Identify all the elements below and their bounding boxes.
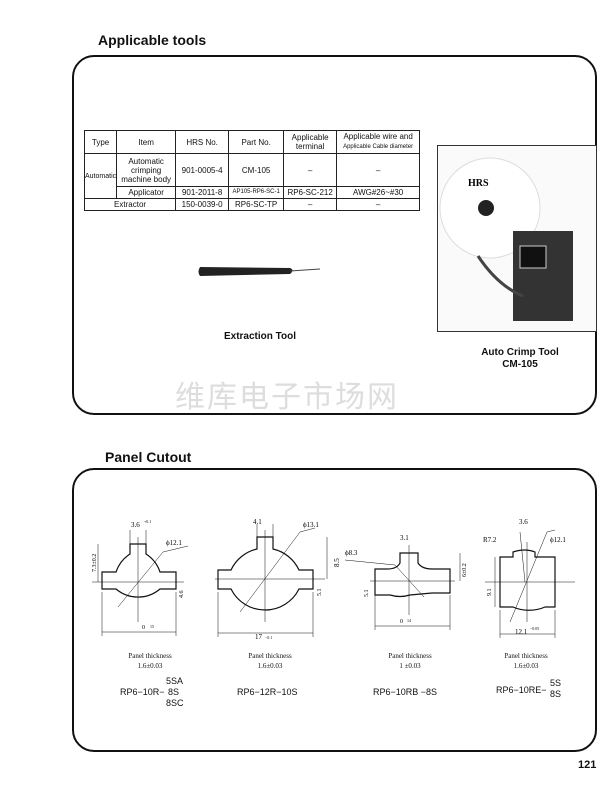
- dim: 0: [400, 619, 403, 625]
- thickness-label: Panel thickness: [504, 652, 548, 660]
- cell-type: Automatic: [83, 153, 118, 199]
- tools-table: Type Item HRS No. Part No. Applicable te…: [83, 130, 421, 211]
- auto-crimp-caption-1: Auto Crimp Tool: [481, 347, 559, 358]
- table-row: Automatic Automatic crimping machine bod…: [83, 153, 421, 199]
- dim: 7.3±0.2: [92, 554, 98, 572]
- dim: ϕ8.3: [345, 549, 358, 557]
- watermark: 维库电子市场网: [175, 380, 399, 415]
- part-suffix: 8S: [550, 689, 562, 699]
- cell-terminal: –: [283, 198, 338, 211]
- cutout-drawing-rp6-10r: 3.6 +0.1 ϕ12.1 0 15 7.3±0.2 4.6: [92, 519, 189, 636]
- part-suffix: 5SA: [166, 676, 184, 686]
- dim: 5.1: [364, 590, 370, 598]
- part-suffix: 5S: [550, 678, 562, 688]
- cutout-drawing-rp6-10re: 3.6 R7.2 ϕ12.1 9.1 12.1−0.05: [483, 518, 575, 638]
- dim: ϕ12.1: [166, 539, 182, 547]
- dim: R7.2: [483, 536, 497, 544]
- cell-item: Automatic crimping machine body: [116, 153, 177, 187]
- part-number: RP6−10R−: [120, 687, 165, 697]
- th-part: Part No.: [228, 130, 285, 154]
- dim: ϕ13.1: [303, 521, 319, 529]
- cell-hrs: 901-0005-4: [175, 153, 230, 187]
- extraction-tool-image: [198, 267, 321, 276]
- dim-tol: −0.05: [530, 626, 539, 631]
- dim-tol: −0.1: [265, 635, 272, 640]
- cell-wire: –: [336, 198, 421, 211]
- dim: 17: [255, 633, 263, 641]
- th-item: Item: [116, 130, 177, 154]
- thickness-value: 1 ±0.03: [399, 662, 421, 670]
- dim-tol: 15: [150, 624, 154, 629]
- cell-part: CM-105: [228, 153, 285, 187]
- auto-crimp-tool-photo: HRS: [437, 145, 597, 332]
- thickness-label: Panel thickness: [248, 652, 292, 660]
- photo-logo: HRS: [468, 178, 489, 189]
- th-hrs: HRS No.: [175, 130, 230, 154]
- cell-hrs: 901-2011-8: [175, 186, 230, 199]
- dim: 3.6: [131, 521, 140, 529]
- dim: 4.6: [179, 591, 185, 599]
- panel-cutout-frame: [72, 468, 597, 752]
- section-title-applicable-tools: Applicable tools: [98, 32, 207, 48]
- cell-item: Applicator: [116, 186, 177, 199]
- table-row: Extractor 150-0039-0 RP6-SC-TP – –: [83, 198, 421, 211]
- thickness-value: 1.6±0.03: [137, 662, 163, 670]
- dim: 12.1: [515, 628, 528, 636]
- dim: 9.1: [487, 589, 493, 597]
- section-title-panel-cutout: Panel Cutout: [105, 449, 192, 465]
- cutout-drawing-rp6-10rb: 3.1 ϕ8.3 6±0.2 5.1 0 14: [344, 534, 468, 630]
- thickness-value: 1.6±0.03: [513, 662, 539, 670]
- dim-tol: 14: [407, 618, 411, 623]
- cell-hrs: 150-0039-0: [175, 198, 230, 211]
- cell-wire: AWG#26~#30: [336, 186, 421, 199]
- part-number: RP6−10RB −8S: [373, 687, 438, 697]
- thickness-label: Panel thickness: [388, 652, 432, 660]
- dim: 3.1: [400, 534, 409, 542]
- dim: 5.1: [317, 589, 323, 597]
- dim-tol: +0.1: [144, 519, 151, 524]
- thickness-value: 1.6±0.03: [257, 662, 283, 670]
- cell-item: Extractor: [83, 198, 177, 211]
- dim: 6±0.2: [462, 563, 468, 577]
- auto-crimp-caption-2: CM-105: [502, 359, 538, 370]
- table-row: Applicator 901-2011-8 AP105-RP6-SC-1 RP6…: [85, 186, 421, 199]
- thickness-label: Panel thickness: [128, 652, 172, 660]
- dim: 3.6: [519, 518, 528, 526]
- part-number: RP6−10RE−: [496, 685, 547, 695]
- cell-terminal: –: [283, 153, 338, 187]
- th-type: Type: [83, 130, 118, 154]
- dim: ϕ12.1: [550, 536, 566, 544]
- th-terminal: Applicable terminal: [283, 130, 338, 154]
- part-suffix: 8S: [168, 687, 180, 697]
- part-suffix: 8SC: [166, 698, 184, 708]
- cell-wire: –: [336, 153, 421, 187]
- th-wire-1: Applicable wire and: [343, 132, 413, 141]
- dim: 8.5: [333, 558, 341, 567]
- extraction-tool-caption: Extraction Tool: [223, 331, 297, 342]
- dim: 4.1: [253, 518, 262, 526]
- part-number: RP6−12R−10S: [237, 687, 298, 697]
- cutout-drawing-rp6-12r: 4.1 ϕ13.1 8.5 5.1 17−0.1: [215, 518, 341, 641]
- page-number: 121: [578, 759, 597, 771]
- dim: 0: [142, 625, 145, 631]
- cell-part: RP6-SC-TP: [228, 198, 285, 211]
- cell-terminal: RP6-SC-212: [283, 186, 338, 199]
- th-wire-2: Applicable Cable diameter: [343, 144, 414, 150]
- cell-part: AP105-RP6-SC-1: [228, 186, 285, 199]
